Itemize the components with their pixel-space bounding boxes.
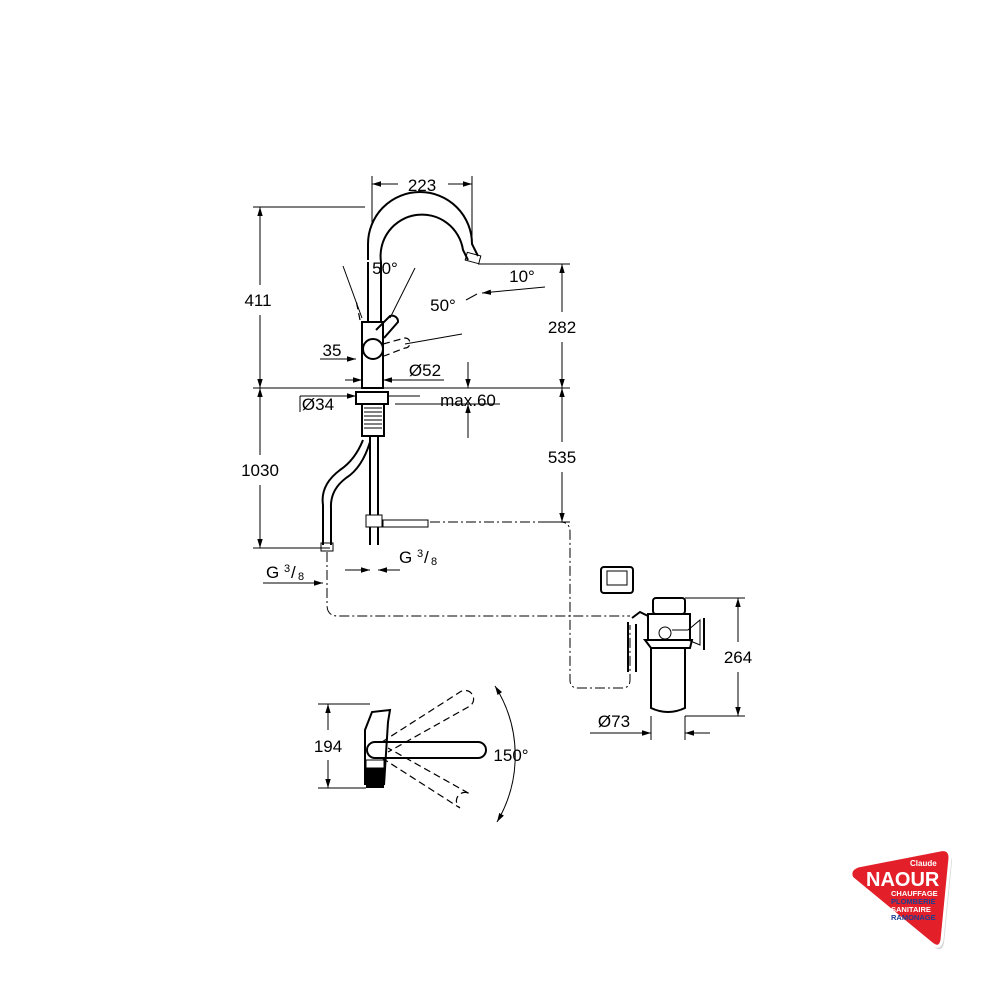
thread-right-label: G 3 / 8 — [399, 548, 437, 568]
thread-right-den: 8 — [431, 556, 437, 568]
thread-right-g: G — [399, 548, 412, 567]
thread-left-label: G 3 / 8 — [266, 563, 304, 583]
dim-swivel-angle: 150° — [493, 746, 528, 765]
thread-left-g: G — [266, 563, 279, 582]
dim-side-height: 194 — [314, 737, 342, 756]
faucet-side-view — [318, 685, 516, 823]
dim-filter-diameter: Ø73 — [598, 712, 630, 731]
svg-text:Claude: Claude — [910, 859, 937, 868]
dim-spout-reach: 223 — [408, 176, 436, 195]
dimension-lines — [253, 176, 570, 586]
naour-logo: Claude NAOUR CHAUFFAGE PLOMBERIE SANITAI… — [849, 848, 952, 950]
svg-text:SANITAIRE: SANITAIRE — [891, 905, 931, 914]
dim-hose-length: 1030 — [241, 461, 279, 480]
dim-total-height: 411 — [244, 291, 271, 310]
dim-filter-height: 264 — [724, 648, 752, 667]
hose-route — [326, 552, 630, 617]
svg-text:RAMONAGE: RAMONAGE — [891, 913, 936, 922]
dim-below-deck: 535 — [548, 448, 576, 467]
thread-left-den: 8 — [298, 571, 304, 583]
dim-handle-angle-side: 50° — [430, 296, 456, 315]
dim-shank-diameter: Ø34 — [302, 395, 334, 414]
svg-text:PLOMBERIE: PLOMBERIE — [891, 897, 936, 906]
svg-text:CHAUFFAGE: CHAUFFAGE — [891, 889, 938, 898]
thread-right-num: 3 — [417, 548, 423, 560]
filter-indicator-icon — [600, 566, 634, 594]
dim-body-diameter: Ø52 — [409, 361, 441, 380]
dim-max-deck: max.60 — [440, 391, 496, 410]
water-filter — [590, 566, 745, 740]
thread-left-num: 3 — [284, 563, 290, 575]
svg-text:NAOUR: NAOUR — [866, 869, 940, 891]
faucet-front-view — [320, 191, 482, 552]
thread-right-slash: / — [424, 548, 429, 567]
dim-spout-height: 282 — [548, 318, 576, 337]
dim-handle-angle-top: 50° — [372, 259, 398, 278]
dim-handle-offset: 35 — [323, 341, 342, 360]
dim-spout-tilt: 10° — [509, 267, 535, 286]
thread-left-slash: / — [291, 563, 296, 582]
